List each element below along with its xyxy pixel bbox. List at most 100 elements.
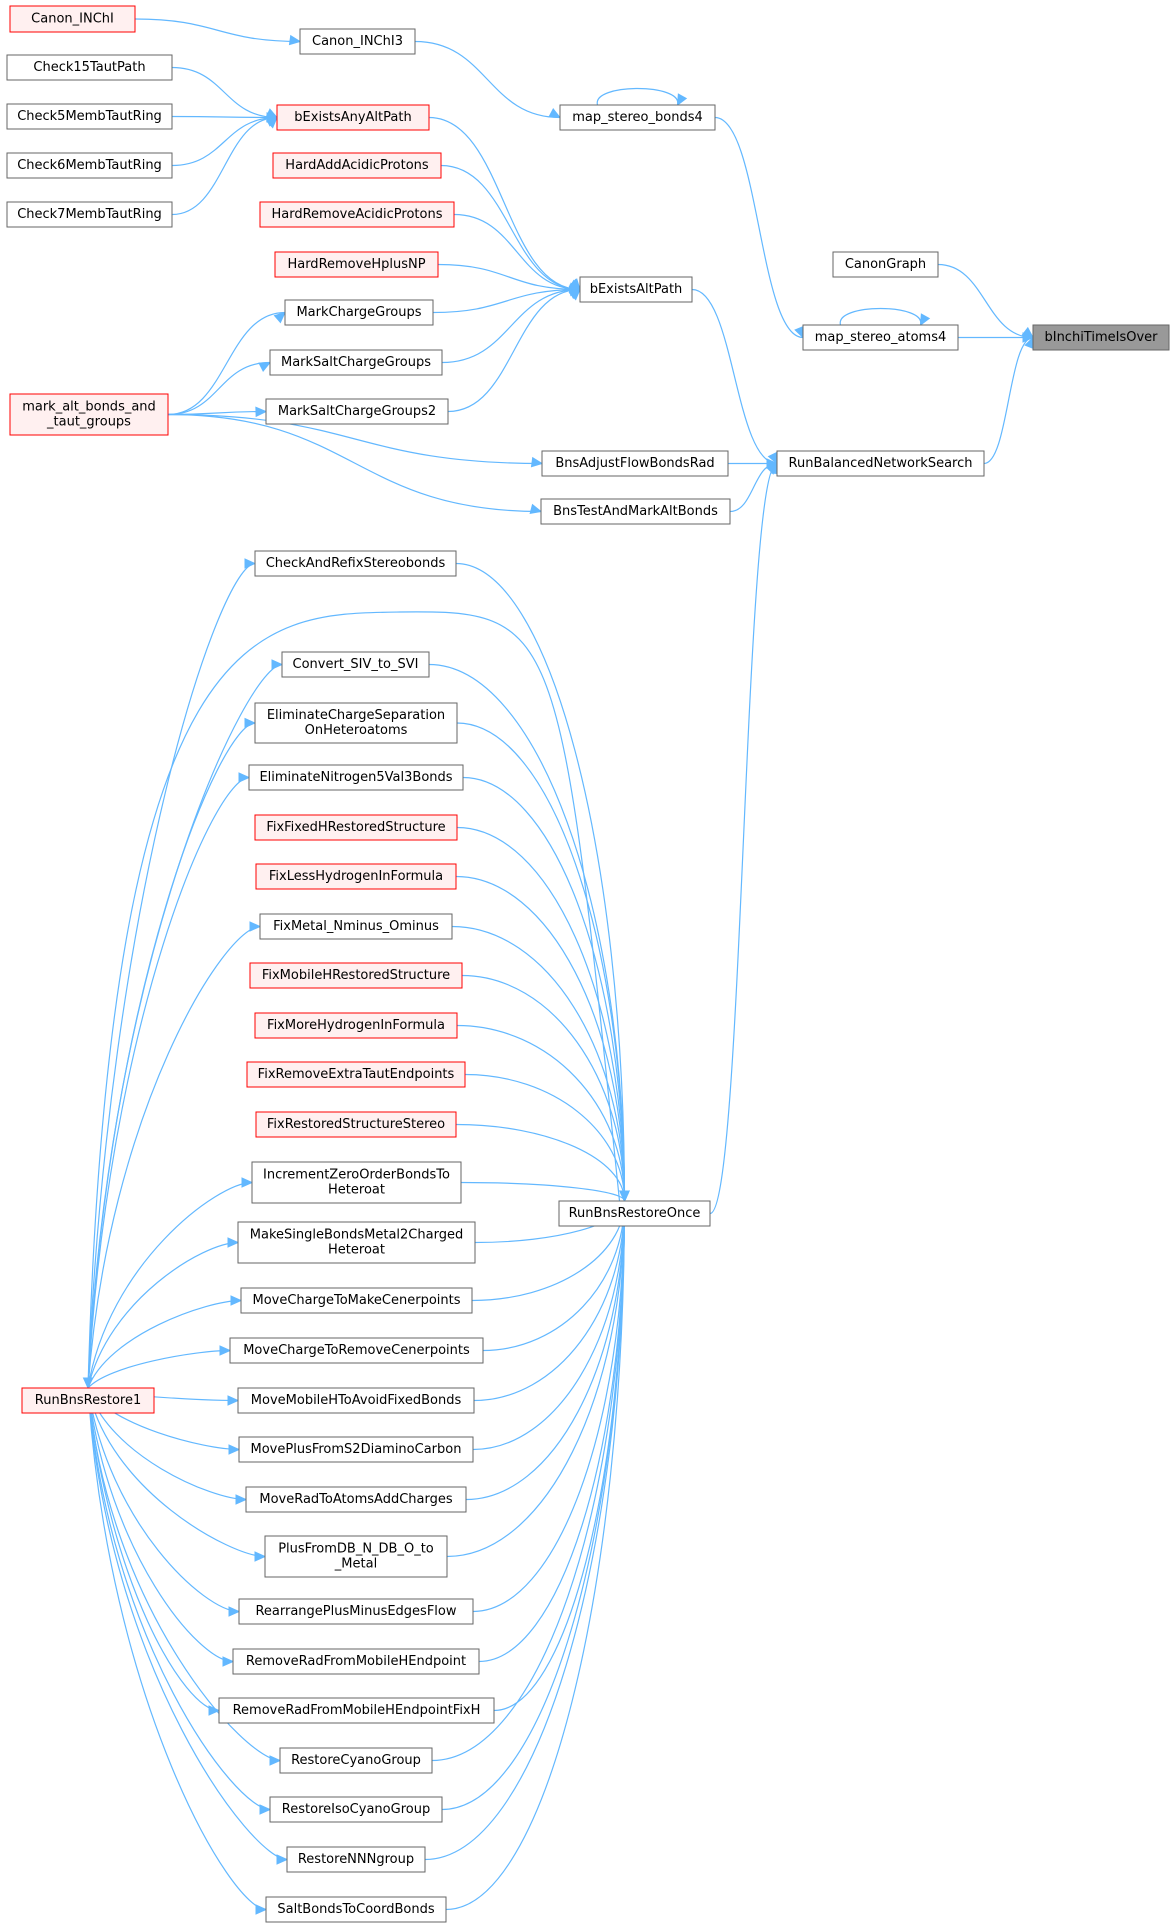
node-markcharge[interactable]: MarkChargeGroups: [284, 299, 434, 326]
edge-bexistsalt-to-bexistsany: [428, 116, 581, 291]
edge-moveplus-to-runbns1-arrowhead: [228, 1444, 241, 1455]
node-fixmore[interactable]: FixMoreHydrogenInFormula: [254, 1012, 458, 1039]
graph-nodes: Canon_INChI Canon_INChI3Check15TautPathCh…: [6, 5, 1170, 1923]
node-check15[interactable]: Check15TautPath: [6, 54, 173, 81]
node-box: [540, 498, 731, 525]
edge-markcharge-to-mark_alt-arrowhead: [273, 311, 286, 324]
node-canongraph[interactable]: CanonGraph: [832, 251, 939, 278]
node-label: MoveMobileHToAvoidFixedBonds: [251, 1393, 462, 1408]
node-label: Canon_INChI: [31, 12, 114, 27]
node-check7[interactable]: Check7MembTautRing: [6, 201, 173, 228]
node-label: MoveChargeToMakeCenerpoints: [252, 1293, 460, 1308]
node-eliminaten5[interactable]: EliminateNitrogen5Val3Bonds: [248, 764, 464, 791]
node-bnstest[interactable]: BnsTestAndMarkAltBonds: [540, 498, 731, 525]
node-removeradfix[interactable]: RemoveRadFromMobileHEndpointFixH: [218, 1697, 495, 1724]
node-label: CanonGraph: [845, 257, 926, 272]
node-fixrestored[interactable]: FixRestoredStructureStereo: [255, 1111, 457, 1138]
node-movemobile[interactable]: MoveMobileHToAvoidFixedBonds: [237, 1387, 475, 1414]
edge-map_bonds4-to-canon_inchi3-arrowhead: [548, 107, 562, 119]
node-label: HardRemoveHplusNP: [287, 257, 425, 272]
node-check6[interactable]: Check6MembTautRing: [6, 152, 173, 179]
node-removerad[interactable]: RemoveRadFromMobileHEndpoint: [232, 1648, 480, 1675]
node-label: bExistsAltPath: [590, 282, 683, 297]
node-restoreiso[interactable]: RestoreIsoCyanoGroup: [269, 1796, 443, 1823]
node-runbns1[interactable]: RunBnsRestore1: [21, 1387, 155, 1414]
edge-bnsadjust-to-mark_alt-arrowhead: [530, 456, 544, 468]
node-restorecyano[interactable]: RestoreCyanoGroup: [279, 1747, 433, 1774]
node-fixless[interactable]: FixLessHydrogenInFormula: [255, 863, 457, 890]
node-bexistsalt[interactable]: bExistsAltPath: [579, 276, 693, 303]
node-fixmobile[interactable]: FixMobileHRestoredStructure: [249, 962, 463, 989]
node-box: [251, 1161, 462, 1204]
node-label: FixLessHydrogenInFormula: [269, 869, 443, 884]
edge-runbnsonce-to-restorennn: [424, 1200, 626, 1861]
edge-runbnsonce-to-saltbonds: [445, 1200, 626, 1911]
edge-restorecyano-to-runbns1-arrowhead: [269, 1755, 282, 1766]
node-movemake[interactable]: MoveChargeToMakeCenerpoints: [240, 1287, 473, 1314]
node-box: [281, 651, 430, 678]
node-map_bonds4[interactable]: map_stereo_bonds4: [559, 104, 716, 131]
node-canon_inchi3[interactable]: Canon_INChI3: [299, 28, 416, 55]
node-bexistsany[interactable]: bExistsAnyAltPath: [276, 104, 430, 131]
node-canon_inchi[interactable]: Canon_INChI: [9, 5, 136, 33]
node-hardremovenp[interactable]: HardRemoveHplusNP: [274, 251, 439, 278]
node-hardremove[interactable]: HardRemoveAcidicProtons: [259, 201, 455, 228]
node-saltbonds[interactable]: SaltBondsToCoordBonds: [265, 1896, 447, 1923]
edge-runbnsonce-to-removerad: [478, 1200, 626, 1663]
node-fixremove[interactable]: FixRemoveExtraTautEndpoints: [246, 1061, 466, 1088]
edge-bexistsany-to-check7-arrowhead: [265, 116, 278, 129]
node-box: [6, 54, 173, 81]
node-map_atoms4[interactable]: map_stereo_atoms4: [802, 324, 959, 351]
node-runbnsonce[interactable]: RunBnsRestoreOnce: [558, 1200, 711, 1227]
node-marksalt[interactable]: MarkSaltChargeGroups: [269, 349, 443, 376]
edge-moveremove-to-runbns1: [87, 1349, 231, 1389]
node-label: MoveChargeToRemoveCenerpoints: [243, 1343, 470, 1358]
node-runbalanced[interactable]: RunBalancedNetworkSearch: [776, 450, 985, 477]
edge-map_bonds4-to-map_bonds4: [596, 87, 679, 106]
node-checkandrefix[interactable]: CheckAndRefixStereobonds: [254, 550, 457, 577]
node-mark_alt[interactable]: mark_alt_bonds_and_taut_groups: [9, 393, 169, 436]
node-box: [6, 103, 173, 130]
node-moverad[interactable]: MoveRadToAtomsAddCharges: [245, 1486, 467, 1513]
node-bnsadjust[interactable]: BnsAdjustFlowBondsRad: [541, 450, 729, 477]
edge-plusfrom-to-runbns1-arrowhead: [254, 1551, 267, 1562]
node-label: RemoveRadFromMobileHEndpointFixH: [233, 1703, 481, 1718]
node-convertsiv[interactable]: Convert_SIV_to_SVI: [281, 651, 430, 678]
node-label: PlusFromDB_N_DB_O_to: [278, 1542, 434, 1557]
edge-runbnsonce-to-checkandrefix: [455, 562, 626, 1202]
node-box: [238, 1598, 474, 1625]
node-rearrange[interactable]: RearrangePlusMinusEdgesFlow: [238, 1598, 474, 1625]
node-plusfrom[interactable]: PlusFromDB_N_DB_O_to_Metal: [264, 1535, 448, 1578]
edge-runbnsonce-to-increment: [460, 1181, 626, 1202]
edge-convertsiv-to-runbns1-arrowhead: [271, 659, 284, 670]
node-restorennn[interactable]: RestoreNNNgroup: [286, 1846, 426, 1873]
node-label: _Metal: [334, 1557, 377, 1572]
node-label: FixRestoredStructureStereo: [267, 1117, 445, 1132]
edge-bexistsalt-to-hardremove: [453, 213, 581, 291]
node-box: [245, 1486, 467, 1513]
node-hardadd[interactable]: HardAddAcidicProtons: [272, 152, 442, 179]
node-box: [284, 299, 434, 326]
node-box: [218, 1697, 495, 1724]
node-box: [541, 450, 729, 477]
node-check5[interactable]: Check5MembTautRing: [6, 103, 173, 130]
graph-edges: [82, 18, 1035, 1915]
node-moveremove[interactable]: MoveChargeToRemoveCenerpoints: [229, 1337, 484, 1364]
edge-map_atoms4-to-map_atoms4: [839, 307, 922, 326]
node-label: RunBalancedNetworkSearch: [789, 456, 973, 471]
node-box: [254, 1012, 458, 1039]
edge-map_bonds4-to-canon_inchi3: [414, 40, 561, 119]
edge-canon_inchi3-to-canon_inchi-arrowhead: [288, 34, 302, 46]
node-label: RunBnsRestoreOnce: [569, 1206, 701, 1221]
edge-runbnsonce-to-increment-arrowhead: [619, 1190, 630, 1203]
node-label: bInchiTimeIsOver: [1044, 330, 1158, 345]
edge-removerad-to-runbns1-arrowhead: [222, 1656, 235, 1667]
node-fixfixed[interactable]: FixFixedHRestoredStructure: [254, 814, 458, 841]
node-fixmetal[interactable]: FixMetal_Nminus_Ominus: [259, 913, 453, 940]
node-marksalt2[interactable]: MarkSaltChargeGroups2: [265, 398, 449, 425]
edge-eliminatecharge-to-runbns1-arrowhead: [244, 717, 257, 729]
node-moveplus[interactable]: MovePlusFromS2DiaminoCarbon: [238, 1436, 474, 1463]
